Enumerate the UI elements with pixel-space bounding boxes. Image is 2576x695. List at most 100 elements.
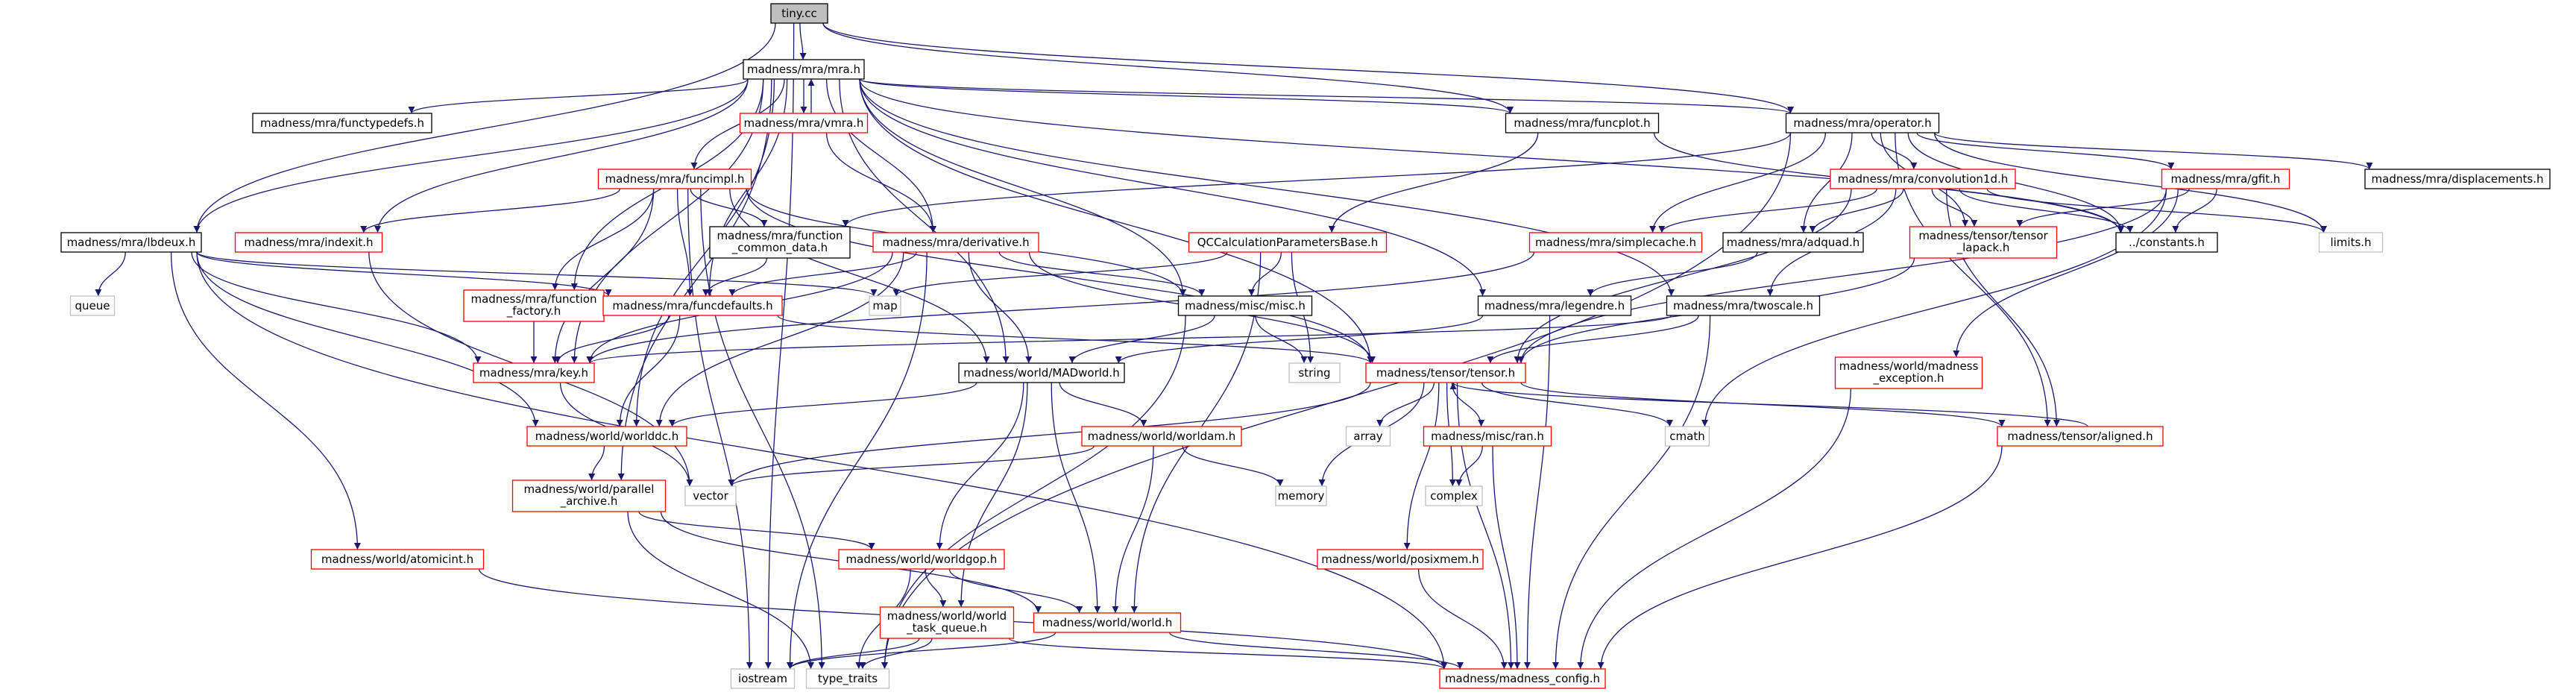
node-convolution1d[interactable]: madness/mra/convolution1d.h [1830,169,2016,189]
edge-convolution1d-to-tensor [1514,188,1852,364]
node-gfit[interactable]: madness/mra/gfit.h [2161,169,2290,189]
node-tensor[interactable]: madness/tensor/tensor.h [1365,362,1526,383]
node-tiny[interactable]: tiny.cc [770,3,828,24]
node-box [1528,232,1703,253]
node-derivative[interactable]: madness/mra/derivative.h [872,232,1039,253]
node-adquad[interactable]: madness/mra/adquad.h [1722,232,1864,253]
node-label: memory [1278,489,1325,503]
edge-misc-to-string [1255,315,1308,364]
edge-adquad-to-legendre [1587,251,1758,297]
node-label: string [1298,366,1330,380]
node-worlddc[interactable]: madness/world/worlddc.h [526,426,687,447]
node-label: madness/mra/gfit.h [2171,172,2281,186]
edge-gfit-to-madness-exception [1953,188,2179,358]
node-type-traits[interactable]: type_traits [805,668,890,689]
node-funcdefaults[interactable]: madness/mra/funcdefaults.h [602,295,783,316]
node-indexit[interactable]: madness/mra/indexit.h [234,232,383,253]
node-box [1722,232,1864,253]
edge-derivative-to-iostream [787,251,928,670]
node-operator[interactable]: madness/mra/operator.h [1785,113,1940,133]
node-madness-exception[interactable]: madness/world/madness_exception.h [1834,356,1983,389]
node-box [730,668,796,689]
node-box [1997,426,2164,447]
node-box [869,295,901,316]
node-tensor-lapack[interactable]: madness/tensor/tensor_lapack.h [1909,226,2058,259]
edge-mraimpl-to-atomicint [170,251,361,550]
node-twoscale[interactable]: madness/mra/twoscale.h [1666,295,1821,316]
node-box [1439,668,1606,689]
node-aligned[interactable]: madness/tensor/aligned.h [1997,426,2164,447]
node-label: _archive.h [560,494,618,509]
node-label: _task_queue.h [906,621,987,635]
node-memory[interactable]: memory [1275,485,1327,506]
edge-funcimpl-to-function-common-data [690,188,768,227]
edge-convolution1d-to-aligned [1946,188,2060,427]
edge-funcdefaults-to-key [554,315,670,364]
node-qccalc[interactable]: QCCalculationParametersBase.h [1188,232,1388,253]
node-queue[interactable]: queue [69,295,116,316]
edge-mra-to-derivative [825,78,936,233]
edge-legendre-to-madness-config [1523,315,1551,670]
node-vmra[interactable]: madness/mra/vmra.h [739,113,869,133]
node-limits[interactable]: limits.h [2318,232,2384,253]
node-label: ../constants.h [2129,236,2205,249]
node-funcplot[interactable]: madness/mra/funcplot.h [1505,113,1660,133]
node-posixmem[interactable]: madness/world/posixmem.h [1317,549,1484,570]
node-parallel-archive[interactable]: madness/world/parallel_archive.h [511,479,667,512]
node-box [1666,295,1821,316]
node-cmath[interactable]: cmath [1664,426,1710,447]
edge-mra-to-funcplot [859,78,1514,114]
node-label: queue [75,299,110,312]
node-legendre[interactable]: madness/mra/legendre.h [1477,295,1632,316]
node-complex[interactable]: complex [1425,485,1483,506]
node-iostream[interactable]: iostream [730,668,796,689]
edge-worldgop-to-world-task-queue [925,568,947,608]
edge-aligned-to-tensor [1449,382,2088,427]
node-vector[interactable]: vector [684,485,737,506]
node-madworld[interactable]: madness/world/MADworld.h [958,362,1125,383]
node-mra[interactable]: madness/mra/mra.h [743,59,865,80]
edge-derivative-to-misc [998,251,1206,297]
node-atomicint[interactable]: madness/world/atomicint.h [310,549,485,570]
node-label: _lapack.h [1956,241,2010,255]
node-map[interactable]: map [869,295,901,316]
edge-convolution1d-to-simplecache [1658,188,1877,233]
edge-worldam-to-world [1112,445,1154,614]
node-misc[interactable]: madness/misc/misc.h [1177,295,1313,316]
node-ran[interactable]: madness/misc/ran.h [1423,426,1552,447]
node-madness-config[interactable]: madness/madness_config.h [1439,668,1606,689]
node-worldam[interactable]: madness/world/worldam.h [1081,426,1242,447]
node-box [473,362,595,383]
node-box [2318,232,2384,253]
node-box [1177,295,1313,316]
edge-tiny-to-funcplot [822,22,1514,114]
node-world-task-queue[interactable]: madness/world/world_task_queue.h [879,606,1015,639]
node-world[interactable]: madness/world/world.h [1033,612,1182,633]
node-mraimpl[interactable]: madness/mra/lbdeux.h [60,232,202,253]
node-box [2115,232,2218,253]
node-functypedefs[interactable]: madness/mra/functypedefs.h [252,113,432,133]
node-displacements[interactable]: madness/mra/displacements.h [2364,169,2551,189]
node-constants[interactable]: ../constants.h [2115,232,2218,253]
edge-convolution1d-to-constants [1959,188,2134,233]
node-function-factory[interactable]: madness/mra/function_factory.h [463,289,605,322]
node-label: madness/mra/derivative.h [882,236,1029,249]
node-array[interactable]: array [1345,426,1391,447]
edge-tensor-to-array [1376,382,1435,427]
node-box [1785,113,1940,133]
node-label: madness/world/worldgop.h [846,553,998,566]
node-worldgop[interactable]: madness/world/worldgop.h [838,549,1005,570]
edge-madworld-to-worlddc [669,382,977,427]
node-label: _common_data.h [731,241,828,255]
node-key[interactable]: madness/mra/key.h [473,362,595,383]
node-box [597,169,752,189]
node-box [958,362,1125,383]
node-string[interactable]: string [1288,362,1341,383]
node-box [1834,356,1983,389]
node-box [1365,362,1526,383]
node-funcimpl[interactable]: madness/mra/funcimpl.h [597,169,752,189]
node-function-common-data[interactable]: madness/mra/function_common_data.h [709,226,851,259]
node-simplecache[interactable]: madness/mra/simplecache.h [1528,232,1703,253]
node-box [739,113,869,133]
